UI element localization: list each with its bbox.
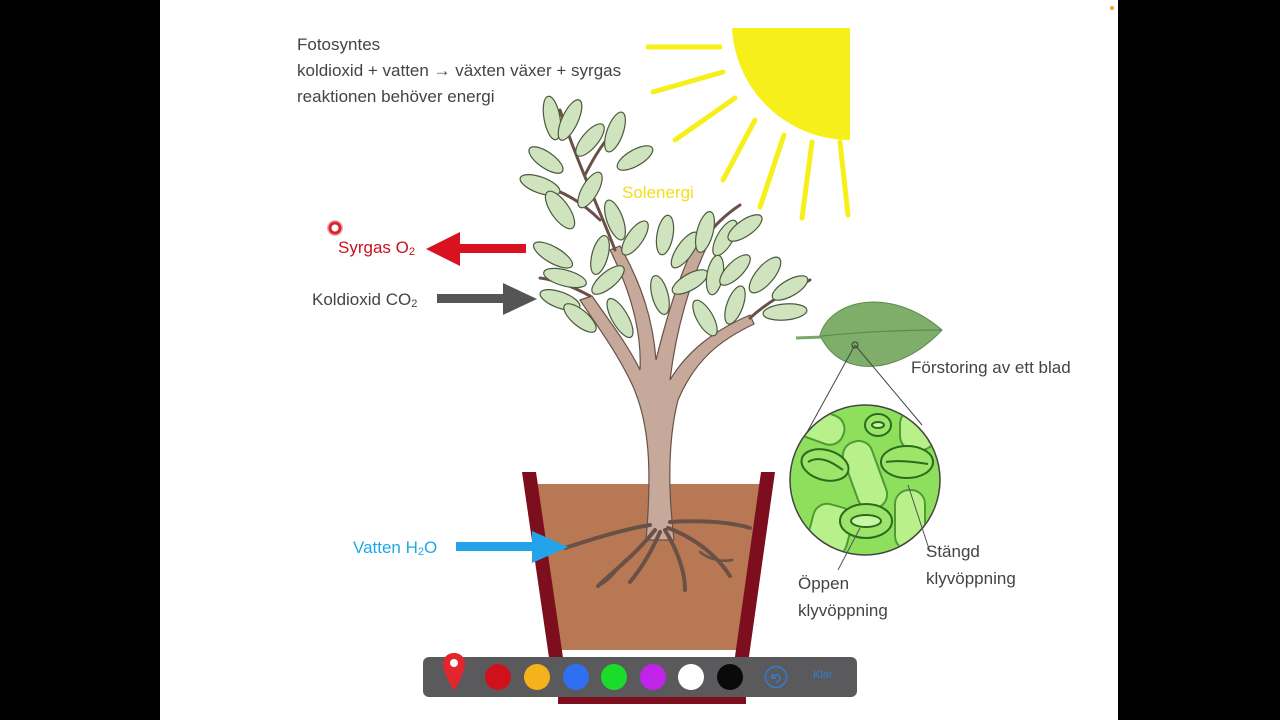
oxygen-arrow <box>426 232 526 266</box>
closed-stoma-pointer <box>907 484 931 553</box>
tree-leaves <box>519 95 809 339</box>
co2-arrow <box>437 283 537 315</box>
color-swatch-red[interactable] <box>485 664 511 690</box>
sun-energy-label: Solenergi <box>622 183 694 202</box>
title-heading: Fotosyntes <box>297 35 381 54</box>
soil <box>532 484 760 650</box>
title-block: Fotosyntes koldioxid + vatten → växten v… <box>297 32 621 110</box>
pen-tool-icon[interactable] <box>441 651 467 695</box>
done-button[interactable]: Klar <box>813 669 833 681</box>
magnify-line-right <box>854 344 923 426</box>
color-swatch-white[interactable] <box>678 664 704 690</box>
open-stoma-label: Öppen klyvöppning <box>798 574 888 620</box>
color-swatch-black[interactable] <box>717 664 743 690</box>
title-equation: koldioxid + vatten → växten växer + syrg… <box>297 61 622 80</box>
diagram-canvas: Fotosyntes koldioxid + vatten → växten v… <box>160 0 1118 720</box>
leaf-zoom-label: Förstoring av ett blad <box>911 358 1071 377</box>
sun-rays <box>645 44 851 221</box>
zoom-leaf <box>795 301 943 367</box>
color-swatch-blue[interactable] <box>563 664 589 690</box>
oxygen-label: Syrgas O2 <box>338 238 415 258</box>
markup-toolbar: Klar <box>423 653 857 697</box>
co2-label: Koldioxid CO2 <box>312 290 418 310</box>
sun <box>645 28 851 221</box>
color-swatch-green[interactable] <box>601 664 627 690</box>
water-label: Vatten H2O <box>353 538 438 558</box>
tree-roots <box>563 519 752 592</box>
magnify-line-left <box>799 344 856 446</box>
tree-trunk <box>579 234 755 541</box>
magnified-leaf-cells <box>789 404 941 556</box>
water-arrow <box>456 531 568 563</box>
color-swatch-purple[interactable] <box>640 664 666 690</box>
title-note: reaktionen behöver energi <box>297 87 495 106</box>
color-swatch-orange[interactable] <box>524 664 550 690</box>
status-dot <box>1110 6 1114 10</box>
sun-disc <box>732 28 850 141</box>
record-indicator-icon <box>327 220 343 236</box>
open-stoma-pointer <box>837 527 861 571</box>
undo-icon[interactable] <box>764 665 788 689</box>
closed-stoma-label: Stängd klyvöppning <box>926 542 1016 588</box>
